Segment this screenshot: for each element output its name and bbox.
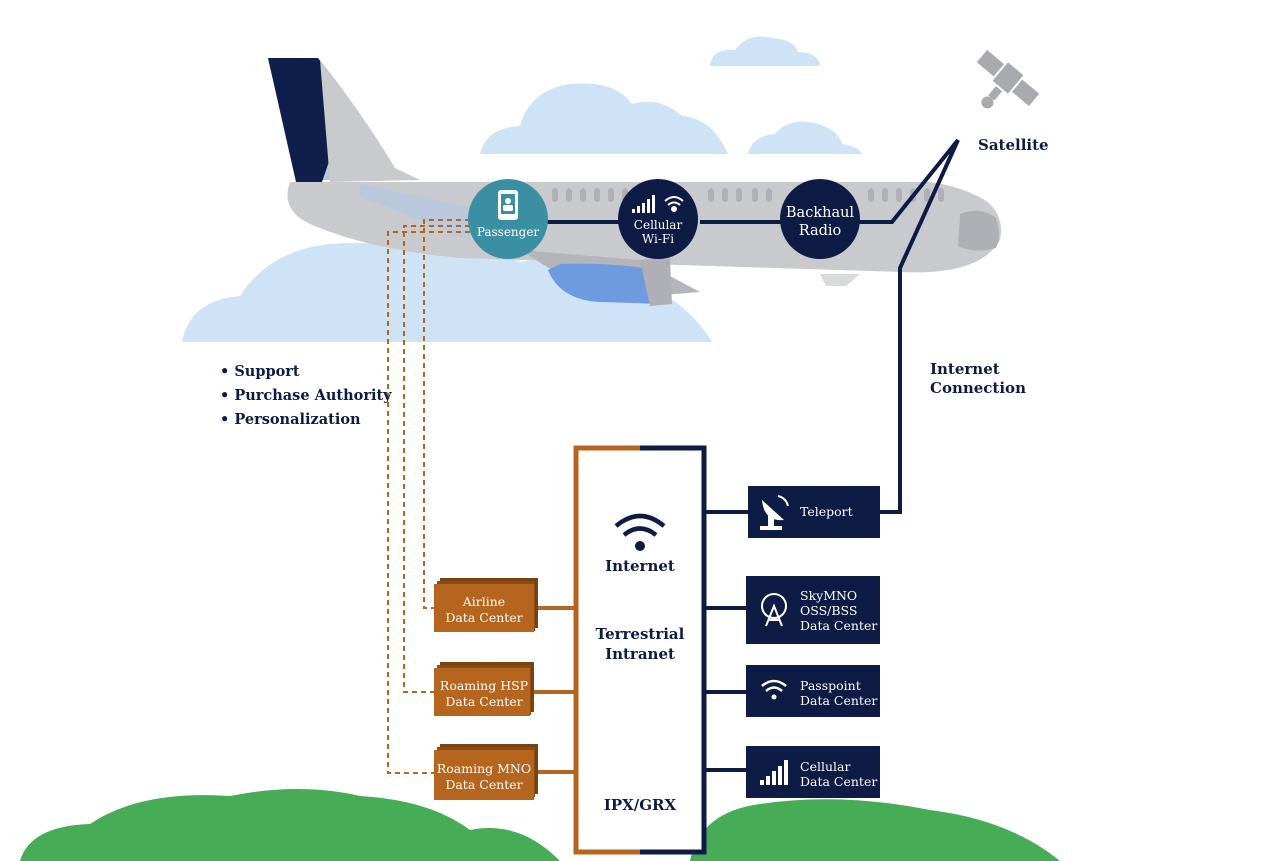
orange-links xyxy=(534,606,576,774)
cell-tower-icon xyxy=(761,593,787,627)
wifi-icon xyxy=(664,196,684,212)
backhaul-radio-node xyxy=(780,179,860,259)
cellular-signal-icon xyxy=(760,760,788,785)
passpoint-box xyxy=(746,665,880,717)
cellular-wifi-node xyxy=(618,179,698,259)
airline-dc-box xyxy=(434,578,538,632)
internet-wifi-icon xyxy=(614,513,666,551)
plane-links xyxy=(545,138,960,514)
bullet-support: Support xyxy=(220,360,392,384)
roaming-mno-dc-box xyxy=(434,744,538,800)
satellite-icon xyxy=(976,50,1040,109)
airline-dc-label: Airline Data Center xyxy=(445,594,523,625)
phone-icon xyxy=(498,190,518,220)
passpoint-label: Passpoint Data Center xyxy=(800,678,878,708)
internet-label: Internet xyxy=(605,557,675,575)
satellite-label: Satellite xyxy=(978,136,1049,154)
cellular-wifi-label: Cellular Wi-Fi xyxy=(633,218,683,246)
teleport-label: Teleport xyxy=(800,504,853,519)
grass xyxy=(20,789,1060,861)
support-bullet-list: Support Purchase Authority Personalizati… xyxy=(220,360,392,432)
cellular-dc-label: Cellular Data Center xyxy=(800,759,878,789)
skymno-box xyxy=(746,576,880,644)
support-dashed-links xyxy=(387,219,470,774)
windows xyxy=(552,188,944,202)
bullet-personalization: Personalization xyxy=(220,408,392,432)
signal-bars-icon xyxy=(632,195,655,213)
bullet-purchase-authority: Purchase Authority xyxy=(220,384,391,408)
backhaul-radio-label: Backhaul Radio xyxy=(785,205,855,239)
roaming-hsp-dc-box xyxy=(434,662,534,716)
roaming-mno-dc-label: Roaming MNO Data Center xyxy=(436,761,532,792)
passenger-label: Passenger xyxy=(476,225,540,239)
roaming-hsp-dc-label: Roaming HSP Data Center xyxy=(439,678,529,709)
internet-connection-label: Internet Connection xyxy=(930,360,1026,397)
passpoint-wifi-icon xyxy=(761,679,787,700)
navy-links xyxy=(704,510,750,772)
terrestrial-intranet-label: Terrestrial Intranet xyxy=(595,625,685,663)
ipx-grx-label: IPX/GRX xyxy=(603,796,677,814)
satellite-dish-icon xyxy=(760,495,789,530)
cellular-dc-box xyxy=(746,746,880,798)
skymno-label: SkyMNO OSS/BSS Data Center xyxy=(800,588,878,633)
